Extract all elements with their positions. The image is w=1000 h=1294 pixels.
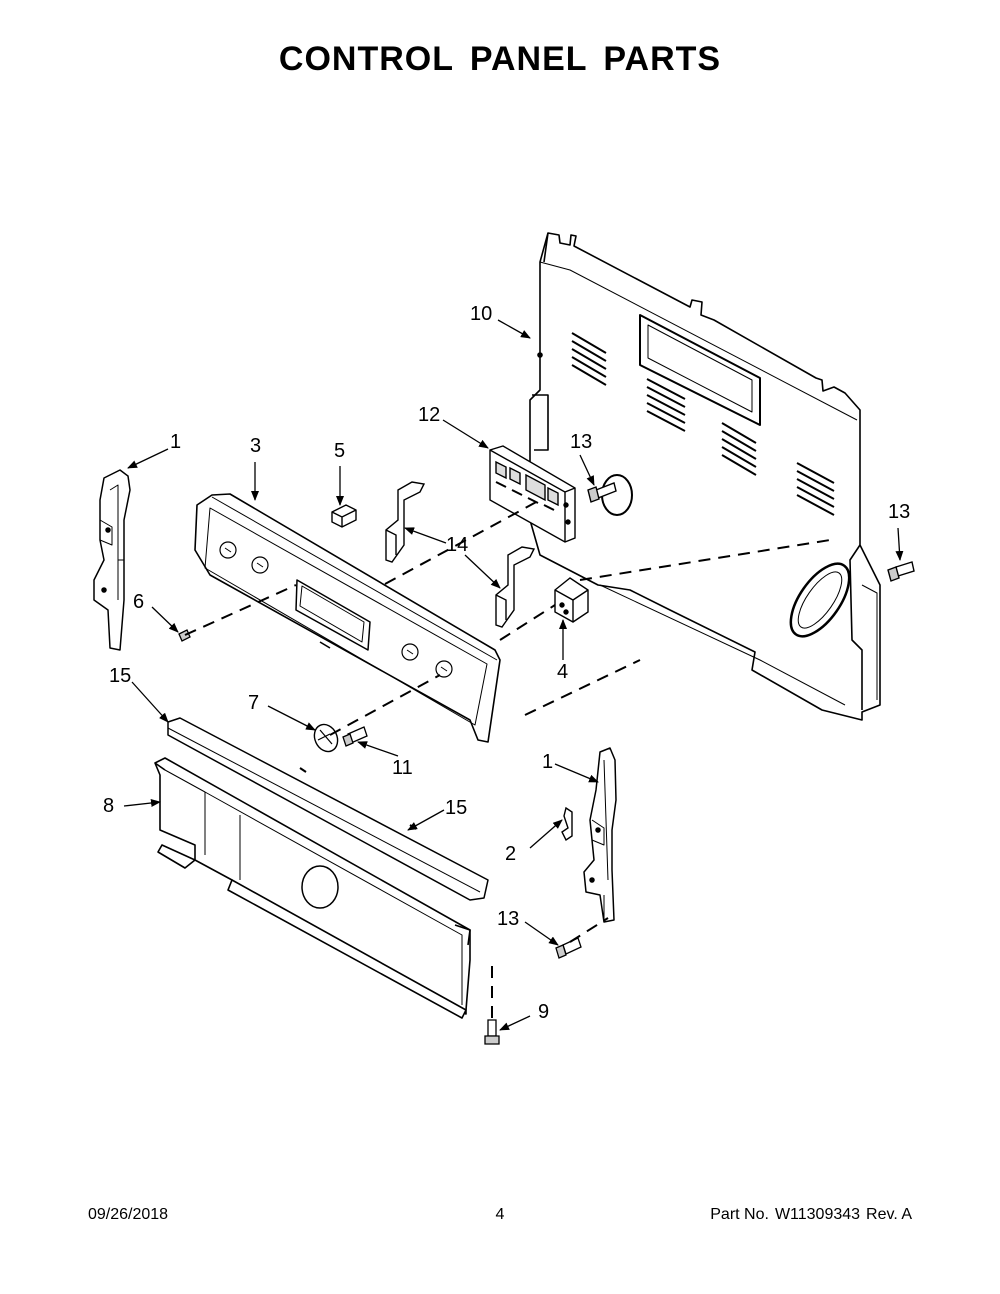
- footer-revision: Rev. A: [866, 1206, 912, 1223]
- end-cap-part-1-right: [583, 747, 617, 923]
- callout-11: 11: [392, 757, 413, 779]
- callout-15-lower: 15: [445, 797, 467, 819]
- callout-13-right: 13: [888, 501, 910, 523]
- end-cap-part-1-left: [93, 469, 131, 651]
- screw-part-11: [342, 726, 368, 747]
- callout-5: 5: [334, 440, 345, 462]
- callout-4: 4: [557, 661, 568, 683]
- electronic-control-part-12: [489, 445, 576, 543]
- control-panel-part-3: [194, 493, 501, 743]
- leader-arrows: [123, 319, 904, 1031]
- bracket-part-14-lower: [495, 546, 536, 628]
- switch-part-5: [331, 504, 357, 528]
- callout-7: 7: [248, 692, 259, 714]
- callout-14: 14: [446, 534, 468, 556]
- footer-part-number: W11309343: [774, 1206, 861, 1223]
- callout-12: 12: [418, 404, 440, 426]
- screw-part-13-lower: [555, 937, 582, 959]
- screw-part-6: [178, 629, 191, 642]
- callout-9: 9: [538, 1001, 549, 1023]
- page-title: CONTROL PANEL PARTS: [278, 40, 722, 78]
- screw-part-13-upper: [587, 482, 617, 503]
- bracket-part-14-upper: [385, 481, 426, 563]
- footer-page-number: 4: [495, 1206, 505, 1223]
- lower-panel-part-8: [154, 757, 471, 1019]
- callout-13-upper: 13: [570, 431, 592, 453]
- screw-part-9: [484, 1019, 500, 1045]
- knob-part-7: [313, 723, 339, 753]
- callout-15-left: 15: [109, 665, 131, 687]
- callout-1-left: 1: [170, 431, 181, 453]
- callout-1-right: 1: [542, 751, 553, 773]
- footer-date: 09/26/2018: [88, 1206, 169, 1223]
- footer-part-info: Part No. W11309343 Rev. A: [704, 1206, 912, 1224]
- callout-6: 6: [133, 591, 144, 613]
- callout-2: 2: [505, 843, 516, 865]
- rear-panel-part-10: [529, 232, 881, 721]
- clip-part-2: [561, 806, 573, 842]
- callout-3: 3: [250, 435, 261, 457]
- callout-8: 8: [103, 795, 114, 817]
- footer-part-label: Part No.: [710, 1206, 769, 1223]
- screw-part-13-right: [887, 561, 915, 582]
- callout-10: 10: [470, 303, 492, 325]
- callout-13-lower: 13: [497, 908, 519, 930]
- alignment-lines: [184, 499, 831, 1018]
- switch-part-4: [554, 577, 589, 623]
